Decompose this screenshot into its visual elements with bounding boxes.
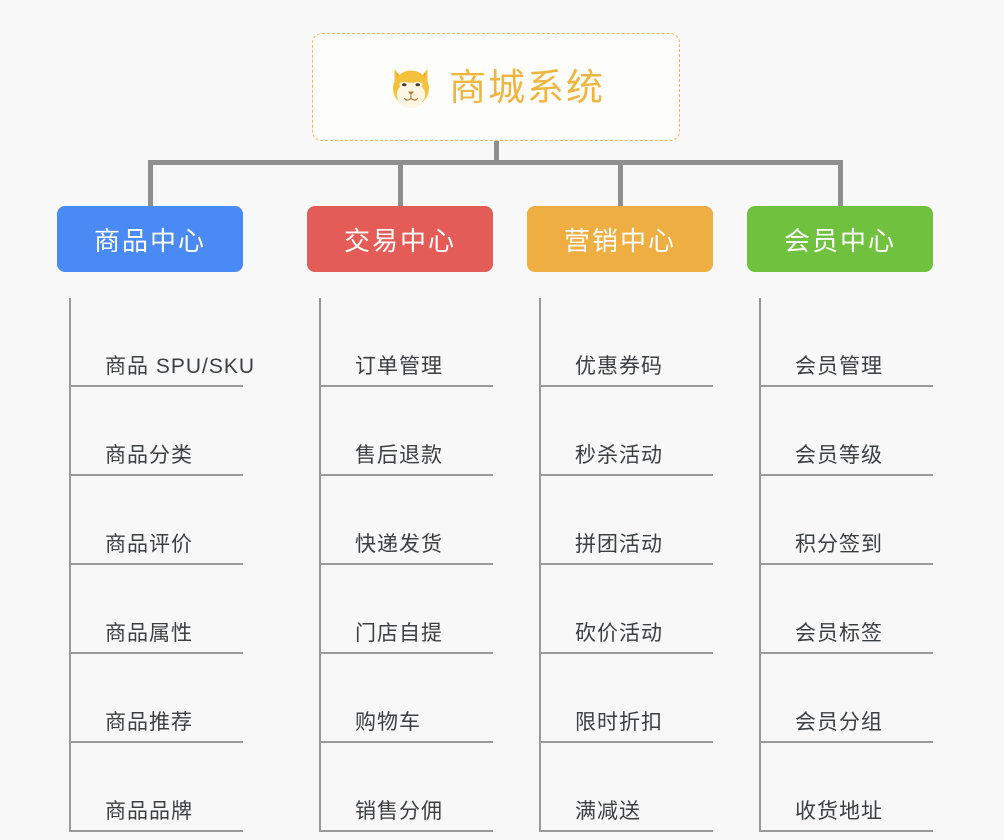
leaf-item-label: 订单管理 (355, 355, 443, 378)
leaf-item-label: 销售分佣 (355, 800, 443, 823)
leaf-item[interactable]: 商品评价 (71, 476, 243, 565)
leaf-item[interactable]: 商品属性 (71, 565, 243, 654)
leaf-item-label: 快递发货 (355, 533, 443, 556)
leaf-item-label: 积分签到 (795, 533, 883, 556)
leaf-item-label: 商品品牌 (105, 800, 193, 823)
leaf-item[interactable]: 商品 SPU/SKU (71, 298, 254, 387)
leaf-item[interactable]: 商品品牌 (71, 743, 243, 832)
leaf-item[interactable]: 会员管理 (761, 298, 933, 387)
column-marketing-center: 营销中心优惠券码秒杀活动拼团活动砍价活动限时折扣满减送 (527, 206, 713, 832)
connector-stem (494, 141, 499, 163)
leaf-item-label: 优惠券码 (575, 355, 663, 378)
leaf-item[interactable]: 限时折扣 (541, 654, 713, 743)
leaf-item[interactable]: 售后退款 (321, 387, 493, 476)
category-header-label: 会员中心 (783, 225, 896, 256)
category-header-trade-center[interactable]: 交易中心 (307, 206, 493, 272)
leaf-item-label: 门店自提 (355, 622, 443, 645)
category-header-product-center[interactable]: 商品中心 (57, 206, 243, 272)
leaf-item[interactable]: 购物车 (321, 654, 493, 743)
leaf-item-label: 商品分类 (105, 444, 193, 467)
leaf-list-trade-center: 订单管理售后退款快递发货门店自提购物车销售分佣 (319, 298, 493, 832)
leaf-list-marketing-center: 优惠券码秒杀活动拼团活动砍价活动限时折扣满减送 (539, 298, 713, 832)
leaf-item-label: 会员管理 (795, 355, 883, 378)
leaf-item[interactable]: 快递发货 (321, 476, 493, 565)
leaf-item[interactable]: 商品推荐 (71, 654, 243, 743)
column-member-center: 会员中心会员管理会员等级积分签到会员标签会员分组收货地址 (747, 206, 933, 832)
category-header-label: 交易中心 (343, 225, 456, 256)
column-trade-center: 交易中心订单管理售后退款快递发货门店自提购物车销售分佣 (307, 206, 493, 832)
leaf-item-label: 商品评价 (105, 533, 193, 556)
leaf-list-member-center: 会员管理会员等级积分签到会员标签会员分组收货地址 (759, 298, 933, 832)
leaf-item[interactable]: 订单管理 (321, 298, 493, 387)
leaf-item-label: 商品推荐 (105, 711, 193, 734)
connector-drop-trade-center (398, 160, 403, 208)
leaf-item-label: 商品 SPU/SKU (105, 355, 256, 378)
leaf-item[interactable]: 会员标签 (761, 565, 933, 654)
leaf-item[interactable]: 拼团活动 (541, 476, 713, 565)
leaf-item-label: 会员等级 (795, 444, 883, 467)
category-header-marketing-center[interactable]: 营销中心 (527, 206, 713, 272)
root-title: 商城系统 (449, 66, 605, 108)
leaf-item[interactable]: 销售分佣 (321, 743, 493, 832)
leaf-item[interactable]: 砍价活动 (541, 565, 713, 654)
leaf-list-product-center: 商品 SPU/SKU 商品分类商品评价商品属性商品推荐商品品牌 (69, 298, 254, 832)
root-node-shop-system[interactable]: 商城系统 (312, 33, 680, 141)
column-product-center: 商品中心商品 SPU/SKU 商品分类商品评价商品属性商品推荐商品品牌 (57, 206, 254, 832)
leaf-item-label: 会员标签 (795, 622, 883, 645)
leaf-item-label: 砍价活动 (575, 622, 663, 645)
leaf-item-label: 拼团活动 (575, 533, 663, 556)
leaf-item-label: 满减送 (575, 800, 641, 823)
leaf-item[interactable]: 积分签到 (761, 476, 933, 565)
leaf-item-label: 限时折扣 (575, 711, 663, 734)
connector-drop-product-center (148, 160, 153, 208)
leaf-item[interactable]: 优惠券码 (541, 298, 713, 387)
category-header-label: 营销中心 (563, 225, 676, 256)
leaf-item[interactable]: 秒杀活动 (541, 387, 713, 476)
category-header-label: 商品中心 (93, 225, 206, 256)
leaf-item[interactable]: 收货地址 (761, 743, 933, 832)
leaf-item-label: 商品属性 (105, 622, 193, 645)
leaf-item-label: 会员分组 (795, 711, 883, 734)
leaf-item[interactable]: 会员分组 (761, 654, 933, 743)
leaf-item[interactable]: 满减送 (541, 743, 713, 832)
leaf-item[interactable]: 会员等级 (761, 387, 933, 476)
leaf-item-label: 收货地址 (795, 800, 883, 823)
connector-drop-marketing-center (618, 160, 623, 208)
leaf-item[interactable]: 商品分类 (71, 387, 243, 476)
category-header-member-center[interactable]: 会员中心 (747, 206, 933, 272)
leaf-item-label: 秒杀活动 (575, 444, 663, 467)
shiba-dog-icon (393, 69, 429, 108)
connector-bus (148, 160, 843, 165)
leaf-item[interactable]: 门店自提 (321, 565, 493, 654)
connector-drop-member-center (838, 160, 843, 208)
leaf-item-label: 购物车 (355, 711, 421, 734)
leaf-item-label: 售后退款 (355, 444, 443, 467)
